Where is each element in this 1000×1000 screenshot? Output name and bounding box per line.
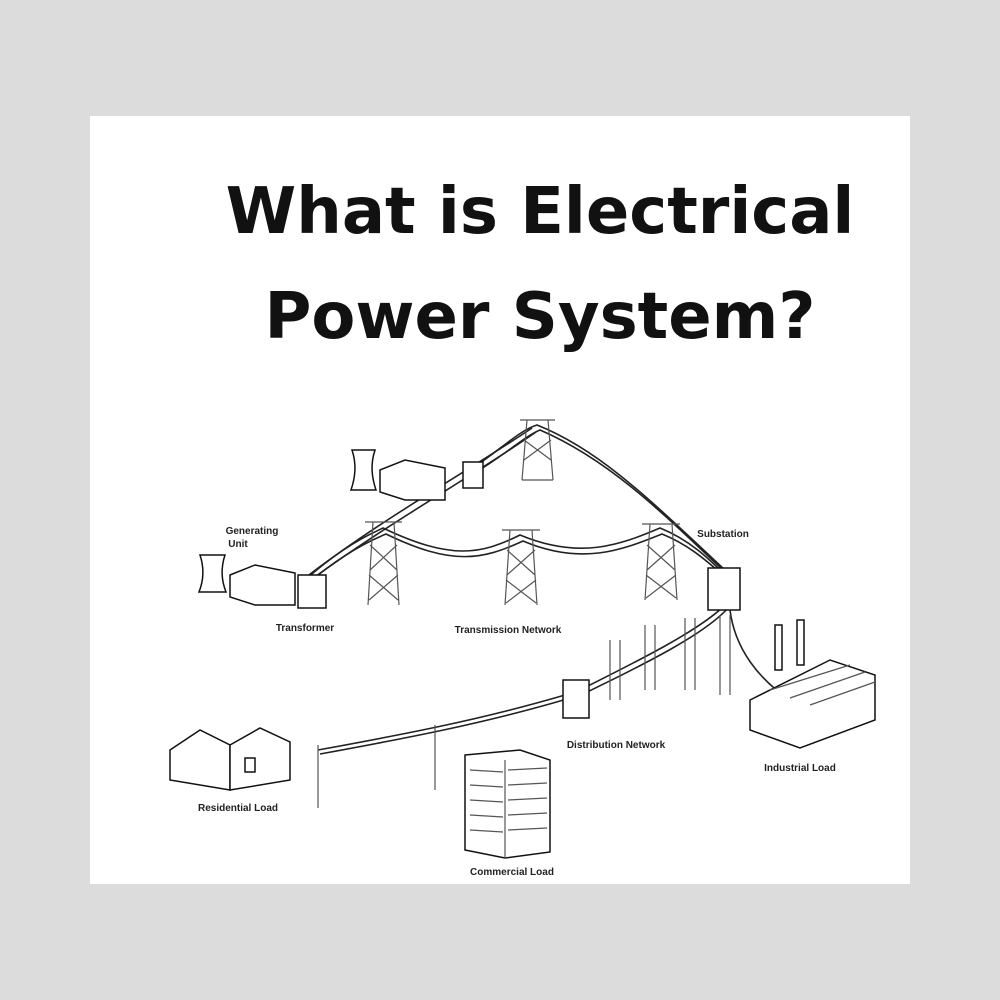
label-generating-unit: Generating (226, 526, 279, 537)
distribution-lines (317, 604, 791, 755)
label-distribution-network: Distribution Network (567, 740, 666, 751)
commercial-load-building (464, 749, 551, 859)
tower-top (520, 419, 555, 481)
label-substation: Substation (697, 529, 749, 540)
substation-transformer-icon (707, 567, 741, 611)
tower-1 (365, 521, 402, 606)
industrial-load-factory (749, 619, 876, 749)
label-commercial-load: Commercial Load (470, 867, 554, 878)
label-generating-unit-2: Unit (228, 539, 248, 550)
utility-poles (317, 725, 436, 808)
label-industrial-load: Industrial Load (764, 763, 836, 774)
label-transformer: Transformer (276, 623, 334, 634)
label-residential-load: Residential Load (198, 803, 278, 814)
distribution-transformer-icon (562, 679, 590, 719)
generating-unit (197, 554, 327, 609)
generating-unit-upper (349, 449, 484, 501)
label-transmission-network: Transmission Network (455, 625, 562, 636)
residential-load-house (169, 727, 291, 791)
title-line-2: Power System? (264, 280, 816, 354)
tower-3 (642, 523, 680, 601)
distribution-poles (609, 615, 731, 700)
tower-2 (502, 529, 540, 606)
title-line-1: What is Electrical (225, 175, 855, 249)
transformer-icon (297, 574, 327, 609)
